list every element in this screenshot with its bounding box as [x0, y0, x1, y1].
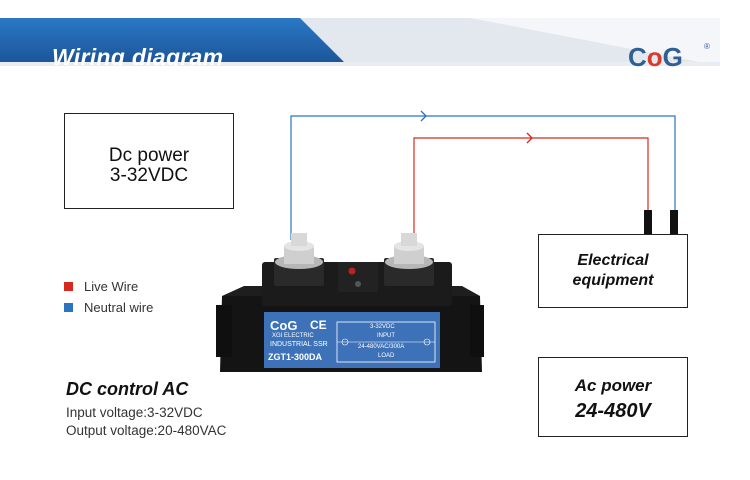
ac-power-voltage: 24-480V: [575, 400, 651, 422]
ac-power-box: Ac power 24-480V: [538, 357, 688, 437]
relay-maker: XGI ELECTRIC: [272, 333, 314, 339]
equipment-plug-live: [644, 210, 652, 234]
dc-power-voltage: 3-32VDC: [109, 165, 189, 186]
output-voltage-spec: Output voltage:20-480VAC: [66, 423, 227, 438]
relay-type: INDUSTRIAL SSR: [270, 341, 328, 348]
equipment-plug-neutral: [670, 210, 678, 234]
ac-power-title: Ac power: [574, 376, 652, 395]
live-wire-arrow: [526, 132, 533, 144]
relay-load-rating: 24-480VAC/300A: [358, 344, 405, 350]
legend-neutral-swatch: [64, 303, 73, 312]
legend-neutral-label: Neutral wire: [84, 300, 154, 315]
input-voltage-spec: Input voltage:3-32VDC: [66, 405, 203, 420]
brand-letter-g: G: [662, 42, 683, 72]
brand-logo: CoG: [628, 42, 683, 73]
equipment-line-2: equipment: [572, 272, 654, 289]
brand-registered-mark: ®: [704, 42, 710, 51]
legend-live-label: Live Wire: [84, 279, 139, 294]
solid-state-relay: [216, 233, 484, 372]
relay-logo: CoG: [270, 318, 298, 333]
equipment-line-1: Electrical: [577, 252, 649, 269]
header-banner: Wiring diagram CoG ®: [0, 18, 720, 72]
brand-letter-c: C: [628, 42, 647, 72]
electrical-equipment-box: Electrical equipment: [538, 234, 688, 308]
legend-live-swatch: [64, 282, 73, 291]
dc-power-box: Dc power 3-32VDC: [64, 113, 234, 209]
page-title: Wiring diagram: [52, 44, 224, 70]
relay-ce-mark: CE: [310, 318, 327, 332]
live-wire: [413, 137, 649, 240]
header-banner-shape: [0, 18, 720, 66]
relay-input-voltage: 3-32VDC: [370, 324, 395, 330]
relay-load-label: LOAD: [378, 353, 395, 359]
dc-power-title: Dc power: [108, 145, 190, 166]
neutral-wire: [290, 115, 676, 240]
neutral-wire-arrow: [420, 110, 427, 122]
relay-model: ZGT1-300DA: [268, 352, 323, 362]
control-title: DC control AC: [66, 379, 189, 399]
brand-letter-o: o: [646, 42, 663, 72]
relay-input-label: INPUT: [377, 333, 395, 339]
